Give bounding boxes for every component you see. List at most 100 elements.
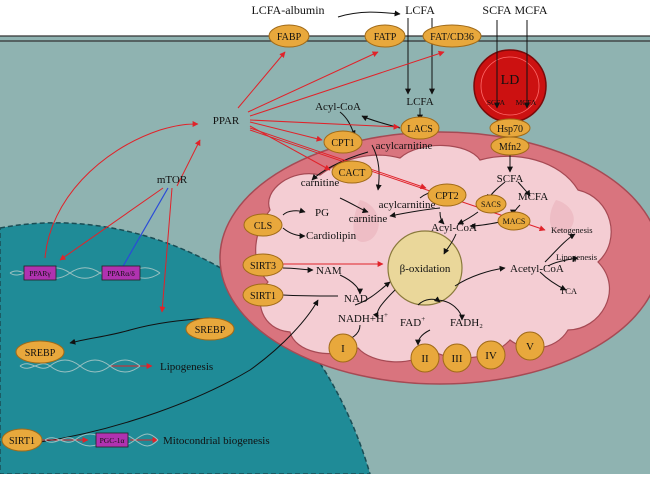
complex-v-label: V [526, 341, 534, 353]
macs-pill: MACS [497, 211, 531, 231]
red-ppar-to-cpt1 [249, 121, 323, 142]
arrow-fad-loop [417, 296, 441, 306]
complex-iii: III [442, 343, 472, 373]
pgc1a-label: PGC-1α [100, 436, 125, 445]
complex-v: V [515, 331, 545, 361]
red-ppar-to-cpt2 [249, 127, 427, 190]
fabp-label: FABP [277, 32, 302, 43]
complex-iv: IV [476, 340, 506, 370]
arrow-acetylcoa-to-ketogenesis [544, 233, 576, 263]
arrow-cls-to-cardiolipin [282, 227, 306, 239]
complex-ii: II [410, 343, 440, 373]
mfn2-label: Mfn2 [499, 142, 521, 153]
hsp70-label: Hsp70 [497, 124, 523, 135]
arrow-cpt2-to-carnitine [389, 207, 441, 218]
carnitine-outer-label: carnitine [301, 177, 340, 189]
sirt3-label: SIRT3 [250, 261, 276, 272]
sirt1-mito-label: SIRT1 [250, 291, 276, 302]
arrow-acylcoa-to-betaox [443, 233, 457, 255]
pgc1a-gene [95, 432, 129, 448]
red-ppargamma-to-ppar [44, 121, 199, 259]
fabp-pill: FABP [268, 24, 310, 48]
pg-label: PG [315, 207, 329, 219]
tca-label: TCA [560, 286, 578, 296]
arrow-cls-to-pg [282, 207, 306, 216]
mito-biogenesis-label: Mitocondrial biogenesis [163, 435, 270, 447]
nadh-superscript: + [384, 311, 388, 319]
fad-superscript: + [421, 315, 425, 323]
complex-i: I [328, 333, 358, 363]
cact-pill: CACT [331, 160, 373, 184]
sirt3-pill: SIRT3 [242, 253, 284, 277]
cact-label: CACT [339, 168, 366, 179]
complex-iv-label: IV [485, 350, 497, 362]
fatp-label: FATP [374, 32, 397, 43]
arrow-sirt3-to-nam [282, 266, 314, 273]
sirt1-nuclear-pill: SIRT1 [1, 428, 43, 452]
ppar-gamma-label: PPARγ [29, 269, 51, 278]
macs-label: MACS [503, 217, 526, 226]
mcfa-matrix-label: MCFA [518, 191, 548, 203]
complex-iii-label: III [452, 353, 463, 365]
arrow-acylcarnitine-down [371, 144, 382, 191]
sacs-pill: SACS [475, 194, 507, 214]
carnitine-inner-label: carnitine [349, 213, 388, 225]
sirt1-nuclear-label: SIRT1 [9, 436, 35, 447]
arrow-betaox-to-acetylcoa [454, 265, 506, 287]
acetyl-coa-label: Acetyl-CoA [510, 263, 564, 275]
scfa-top-label: SCFA [482, 3, 511, 17]
lcfa-albumin-label: LCFA-albumin [251, 3, 324, 17]
arrow-betaox-to-nadh [372, 289, 396, 319]
arrow-cpt2-to-acylcoa [438, 211, 445, 225]
acylcarnitine-inner-label: acylcarnitine [379, 199, 436, 211]
acyl-coa-matrix-label: Acyl-CoA [431, 222, 477, 234]
complex-i-label: I [341, 343, 345, 355]
ld-label: LD [501, 73, 520, 88]
arrow-to-mcfa [517, 181, 531, 197]
srebp-nuclear-label: SREBP [25, 348, 56, 359]
acylcarnitine-outer-label: acylcarnitine [376, 140, 433, 152]
arrow-macs-to-acylcoa [469, 221, 501, 229]
dna-strand-middle [19, 359, 141, 373]
nadh-label: NADH+H+ [338, 311, 388, 325]
crista [353, 200, 379, 242]
lcfa-cytosol-label: LCFA [406, 96, 433, 108]
arrow-albumin-to-lcfa [337, 10, 401, 18]
srebp-cyto-pill: SREBP [185, 317, 235, 341]
scfa-matrix-label: SCFA [497, 173, 524, 185]
fatp-pill: FATP [364, 24, 406, 48]
fad-text: FAD [400, 317, 421, 329]
arrow-sirt1-nad-link [282, 294, 339, 297]
red-ppar-to-ketogenesis [249, 129, 546, 232]
mtor-label: mTOR [157, 174, 188, 186]
ppar-label: PPAR [213, 115, 240, 127]
srebp-nuclear-pill: SREBP [15, 340, 65, 364]
fat-cd36-label: FAT/CD36 [430, 32, 474, 43]
fad-label: FAD+ [400, 315, 425, 329]
red-mtor-to-ppar [176, 139, 201, 187]
arrow-acetylcoa-to-tca [539, 271, 567, 291]
srebp-cyto-label: SREBP [195, 325, 226, 336]
crista [549, 200, 574, 233]
complex-ii-label: II [421, 353, 429, 365]
red-ppar-to-cact [249, 125, 331, 171]
arrow-sirt1-nuclear-to-mito [39, 299, 319, 443]
acyl-coa-cytosol-label: Acyl-CoA [315, 101, 361, 113]
arrow-carnitine-loop [311, 151, 369, 181]
arrow-nam-to-nad [339, 274, 363, 295]
red-mtor-to-ppargamma [59, 187, 164, 261]
fat-cd36-pill: FAT/CD36 [422, 24, 482, 48]
beta-oxidation-label: β-oxidation [400, 263, 451, 275]
lipogenesis-mito-label: Lipogenesis [556, 252, 597, 262]
cpt1-pill: CPT1 [323, 130, 363, 154]
cpt2-pill: CPT2 [427, 183, 467, 207]
lipid-droplet-inner-ring [480, 56, 540, 116]
ppar-ab-label: PPARα/δ [107, 269, 135, 278]
mcfa-top-label: MCFA [514, 3, 547, 17]
cpt1-label: CPT1 [331, 138, 354, 149]
nadh-text: NADH+H [338, 313, 384, 325]
arrow-carnitine-in [339, 197, 369, 214]
lacs-label: LACS [407, 124, 433, 135]
cpt2-label: CPT2 [435, 191, 458, 202]
arrow-to-fadh2 [435, 299, 465, 321]
